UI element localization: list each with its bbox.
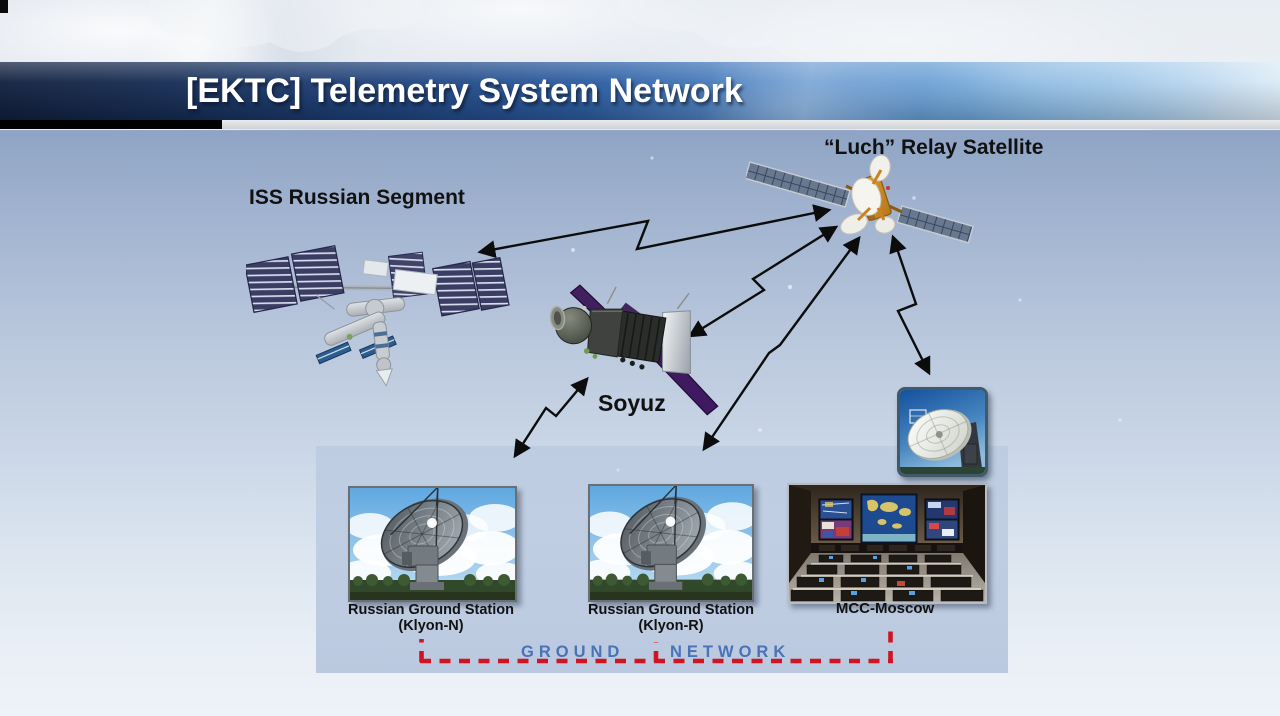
klyon-n-label-line2: (Klyon-N) xyxy=(398,618,464,634)
dish-pedestal xyxy=(402,545,444,590)
soyuz-label: Soyuz xyxy=(598,390,666,416)
klyon-r-photo xyxy=(588,484,754,602)
luch-label: “Luch” Relay Satellite xyxy=(824,136,1044,159)
klyon-r-label-line2: (Klyon-R) xyxy=(638,618,704,634)
klyon-n-label: Russian Ground Station (Klyon-N) xyxy=(328,602,534,634)
arrow-luch-relaydish xyxy=(889,234,931,376)
white-dish xyxy=(907,408,972,461)
iss-label: ISS Russian Segment xyxy=(249,186,465,209)
soyuz-illustration xyxy=(549,284,719,416)
title-banner xyxy=(0,62,1280,120)
klyon-r-label-line1: Russian Ground Station xyxy=(588,602,754,618)
arrow-soyuz-klyonn xyxy=(513,376,589,459)
ground-network-word-ground: GROUND xyxy=(521,643,625,661)
page-title: [EKTC] Telemetry System Network xyxy=(186,72,743,110)
banner-underline-black xyxy=(0,120,222,129)
mcc-moscow-label: MCC-Moscow xyxy=(835,600,935,617)
dish-antenna xyxy=(380,488,469,572)
luch-satellite-illustration xyxy=(746,154,974,244)
ground-network-word-network: NETWORK xyxy=(670,643,791,661)
iss-illustration xyxy=(246,245,510,387)
klyon-n-photo xyxy=(348,486,517,602)
banner-underline-gray xyxy=(222,120,1280,129)
mcc-moscow-photo xyxy=(787,483,987,604)
klyon-r-label: Russian Ground Station (Klyon-R) xyxy=(568,602,774,634)
dish-pedestal xyxy=(641,544,683,590)
relay-dish-photo xyxy=(897,387,988,477)
klyon-n-label-line1: Russian Ground Station xyxy=(348,602,514,618)
corner-mark xyxy=(0,0,8,13)
arrow-klyonr-luch xyxy=(702,235,861,452)
